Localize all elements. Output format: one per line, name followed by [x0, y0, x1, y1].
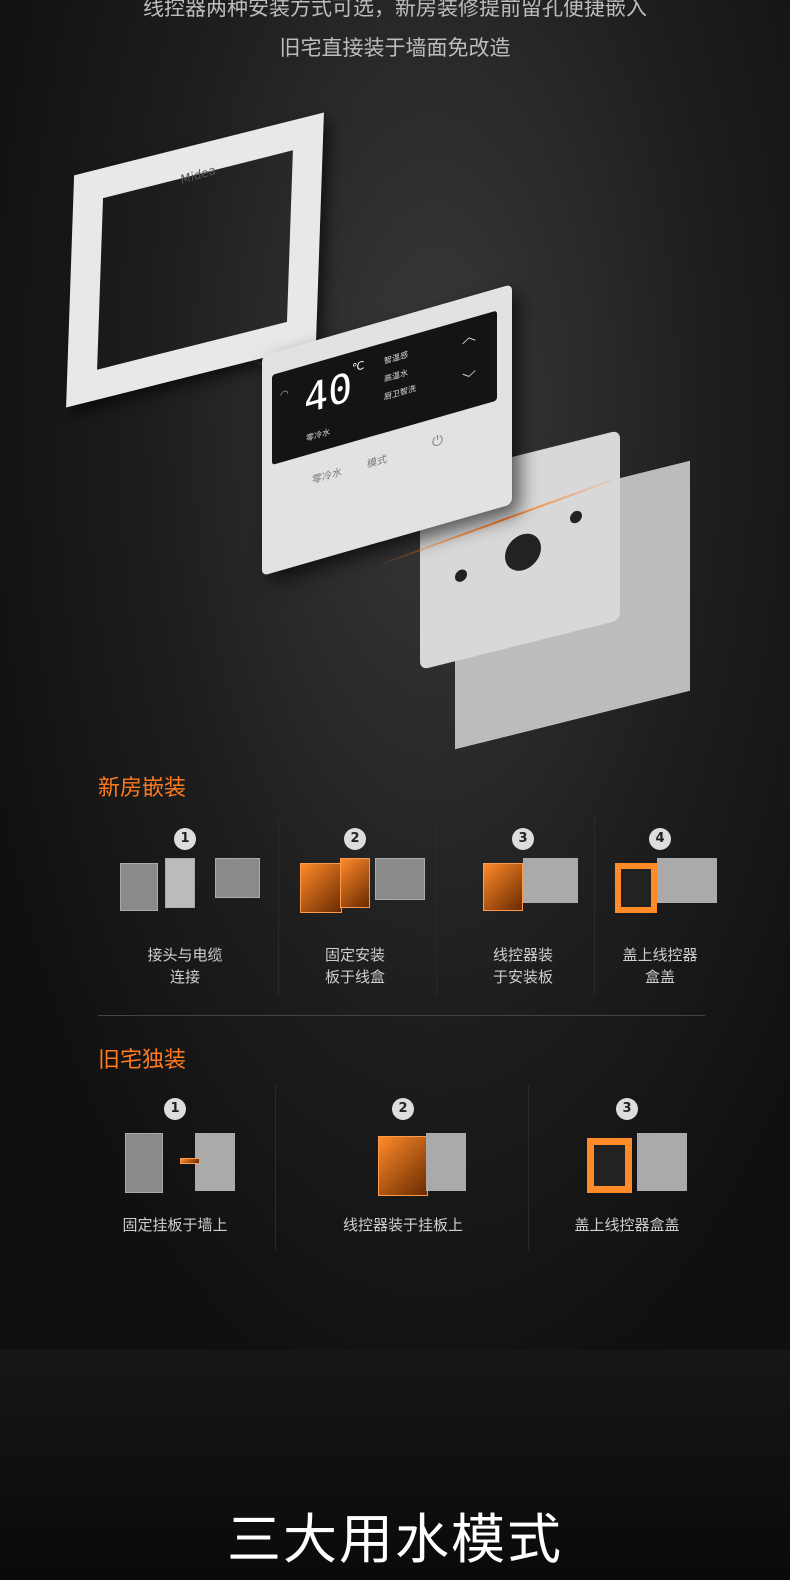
- step-illustration: [328, 1128, 478, 1198]
- new-house-step-3: 3 线控器装 于安装板: [438, 828, 608, 988]
- up-arrow-icon: ︿: [462, 327, 476, 348]
- old-house-step-1: 1 固定挂板于墙上: [90, 1098, 260, 1236]
- new-house-step-1: 1 接头与电缆 连接: [100, 828, 270, 988]
- old-house-step-3: 3 盖上线控器盒盖: [542, 1098, 712, 1236]
- step-number: 3: [512, 828, 534, 850]
- footer-title: 三大用水模式: [227, 1508, 563, 1571]
- step-illustration: [110, 858, 260, 928]
- zero-cold-water-button: 零冷水: [312, 466, 342, 487]
- temperature-unit: ℃: [352, 358, 365, 376]
- power-icon: ⏻: [432, 431, 444, 452]
- wifi-icon: ◠: [280, 388, 289, 402]
- screen-zero-cold-label: 零冷水: [306, 427, 330, 444]
- step-label: 线控器装 于安装板: [492, 946, 553, 986]
- footer-background: [0, 1350, 790, 1580]
- mode-button: 模式: [367, 454, 387, 471]
- section-title-old-house: 旧宅独装: [98, 1048, 187, 1073]
- step-number: 3: [616, 1098, 638, 1120]
- step-illustration: [585, 858, 735, 928]
- step-number: 2: [392, 1098, 414, 1120]
- section-divider: [98, 1015, 705, 1016]
- step-label: 线控器装于挂板上: [342, 1216, 463, 1234]
- step-number: 2: [344, 828, 366, 850]
- step-label: 固定安装 板于线盒: [324, 946, 385, 986]
- new-house-step-4: 4 盖上线控器 盒盖: [575, 828, 745, 988]
- step-label: 盖上线控器盒盖: [574, 1216, 680, 1234]
- down-arrow-icon: ﹀: [462, 369, 476, 390]
- mode-list: 智温感 高温水 厨卫智洗: [384, 344, 416, 407]
- section-title-new-house: 新房嵌装: [98, 776, 187, 801]
- step-illustration: [448, 858, 598, 928]
- step-number: 1: [164, 1098, 186, 1120]
- header-line-2: 旧宅直接装于墙面免改造: [279, 36, 511, 60]
- new-house-step-2: 2 固定安装 板于线盒: [270, 828, 440, 988]
- step-label: 固定挂板于墙上: [122, 1216, 228, 1234]
- step-illustration: [100, 1128, 250, 1198]
- step-label: 接头与电缆 连接: [147, 946, 223, 986]
- header-line-1: 线控器两种安装方式可选，新房装修提前留孔便捷嵌入: [143, 0, 647, 20]
- step-illustration: [552, 1128, 702, 1198]
- old-house-step-2: 2 线控器装于挂板上: [318, 1098, 488, 1236]
- step-label: 盖上线控器 盒盖: [622, 946, 698, 986]
- step-number: 4: [649, 828, 671, 850]
- step-illustration: [280, 858, 430, 928]
- step-number: 1: [174, 828, 196, 850]
- temperature-display: 40: [304, 363, 353, 424]
